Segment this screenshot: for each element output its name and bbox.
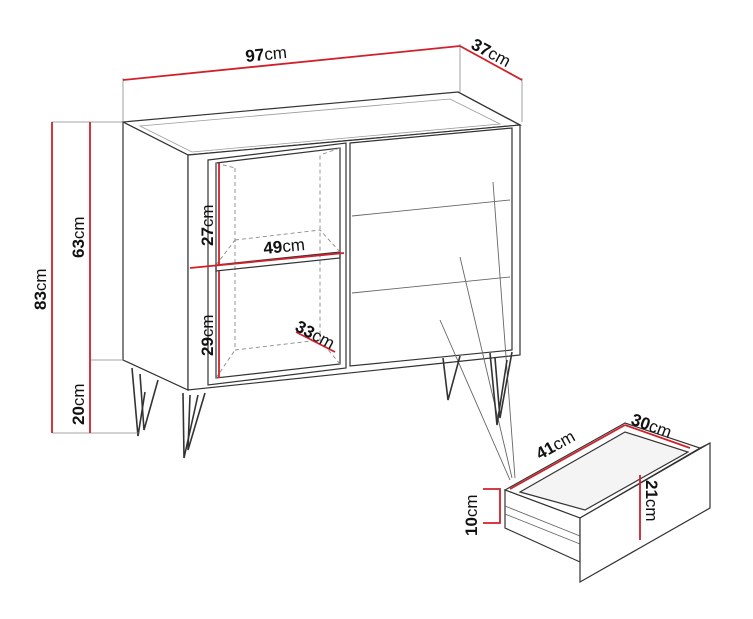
dimension-labels: 97cm 37cm 83cm 63cm 20cm 27cm 29cm 49cm — [31, 35, 674, 536]
label-shelf-width: 49cm — [263, 235, 306, 258]
extracted-drawer — [483, 422, 711, 584]
label-drawer-front-height: 21cm — [642, 480, 661, 522]
pointer-line-1 — [492, 181, 516, 479]
drawer-fronts — [349, 127, 516, 481]
dim-line-shelf-depth — [295, 331, 336, 353]
hairpin-legs — [131, 351, 513, 459]
dim-line-shelf-width — [189, 252, 345, 269]
dim-line-width — [122, 45, 461, 81]
label-shelf-upper: 27cm — [198, 204, 217, 246]
drawer-divider-1 — [351, 199, 511, 217]
cabinet-top-right-edge — [457, 91, 521, 126]
dim-line-drawer-side-height — [483, 488, 501, 524]
pointer-line-3 — [439, 319, 511, 481]
cabinet — [120, 91, 523, 481]
dim-line-drawer-width — [509, 424, 626, 490]
drawer-front-panel — [579, 441, 711, 584]
cabinet-top-inner — [138, 98, 502, 153]
label-height-legs: 20cm — [69, 383, 88, 425]
label-height-total: 83cm — [31, 268, 50, 310]
dim-line-drawer-depth — [624, 424, 691, 449]
drawer-bottom — [518, 431, 690, 511]
label-height-body: 63cm — [69, 216, 88, 258]
cabinet-side-panel — [122, 121, 189, 391]
dim-line-depth — [459, 45, 523, 81]
pointer-line-2 — [459, 256, 513, 479]
open-shelf-compartment — [207, 142, 347, 386]
label-shelf-lower: 29cm — [198, 314, 217, 356]
label-drawer-side-height: 10cm — [462, 494, 481, 536]
label-depth: 37cm — [468, 35, 514, 71]
cabinet-front — [187, 124, 521, 391]
dimension-lines — [51, 45, 523, 433]
label-width: 97cm — [244, 43, 287, 66]
drawer-divider-2 — [351, 276, 511, 294]
